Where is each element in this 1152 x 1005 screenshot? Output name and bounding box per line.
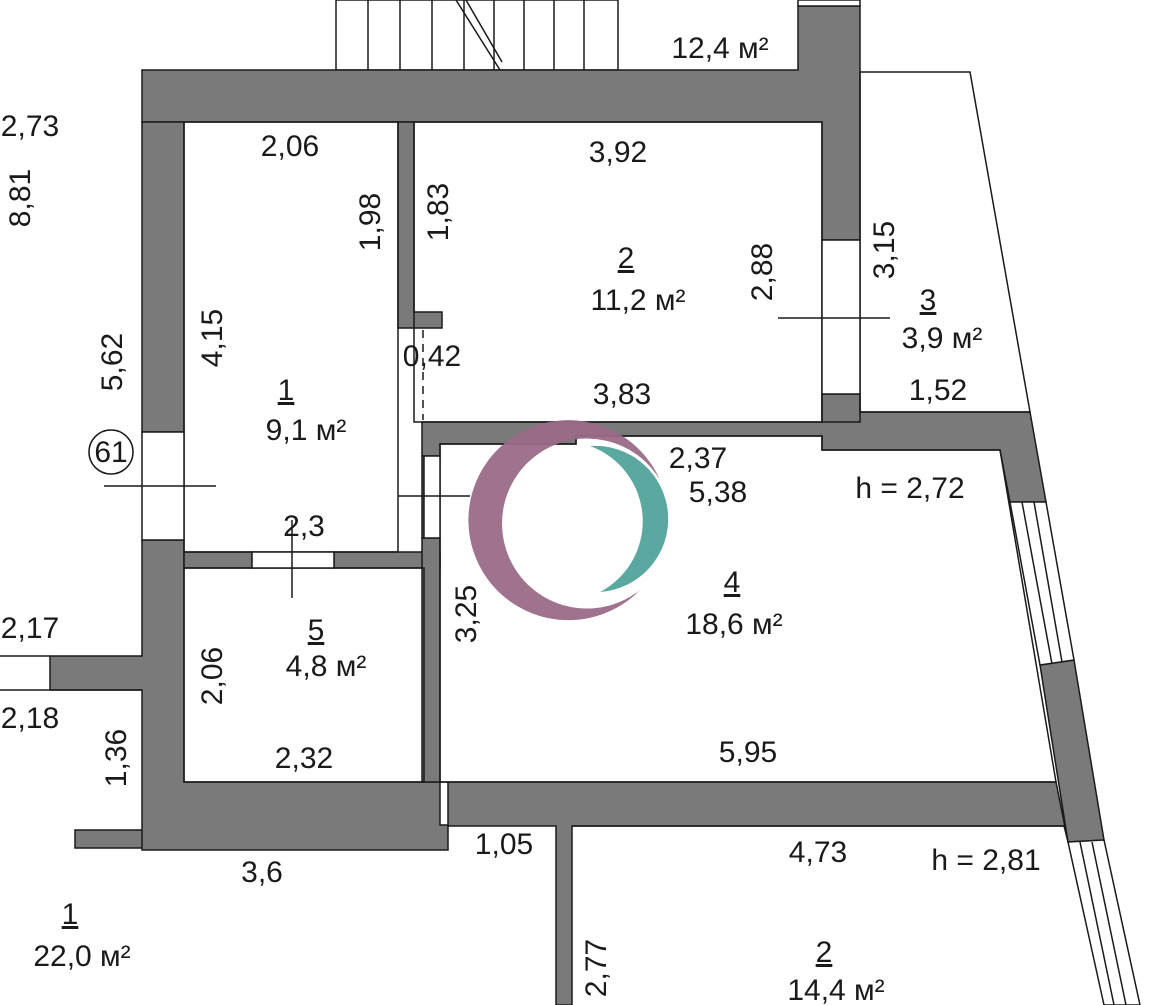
door-1-5 <box>251 551 335 569</box>
room-1-area: 9,1 м² <box>266 414 347 447</box>
dim-3-83: 3,83 <box>593 378 651 411</box>
dim-1-05: 1,05 <box>475 828 533 861</box>
dim-2-06-top: 2,06 <box>261 130 319 163</box>
dim-5-62: 5,62 <box>96 333 129 391</box>
room-3-area: 3,9 м² <box>902 322 983 355</box>
dim-2-06-left: 2,06 <box>196 647 229 705</box>
dim-1-36: 1,36 <box>100 729 133 787</box>
height-main: h = 2,72 <box>855 472 964 505</box>
dim-8-81: 8,81 <box>4 169 37 227</box>
dim-2-73: 2,73 <box>1 110 59 143</box>
dim-5-95: 5,95 <box>719 736 777 769</box>
dim-4-73: 4,73 <box>789 836 847 869</box>
dim-2-3: 2,3 <box>283 510 325 543</box>
room-3-number: 3 <box>920 284 937 317</box>
window-lower <box>1067 839 1141 1005</box>
neighbor-1-area: 22,0 м² <box>33 940 130 973</box>
wall-bottom <box>440 781 1069 1005</box>
dim-2-32: 2,32 <box>275 742 333 775</box>
wall-left-lower <box>49 539 449 851</box>
room-5-number: 5 <box>308 614 325 647</box>
wall-right-of-room-2 <box>821 393 861 423</box>
door-1-4 <box>423 455 441 539</box>
room-2-number: 2 <box>618 242 635 275</box>
dim-0-42: 0,42 <box>403 340 461 373</box>
window-top-right <box>797 0 861 7</box>
dim-3-92: 3,92 <box>589 136 647 169</box>
room-5-area: 4,8 м² <box>286 650 367 683</box>
neighbor-1-number: 1 <box>62 898 79 931</box>
room-outlines <box>0 71 1064 827</box>
neighbor-2-number: 2 <box>816 936 833 969</box>
window-room-3 <box>821 239 861 395</box>
dim-3-15: 3,15 <box>868 221 901 279</box>
dim-2-18: 2,18 <box>1 702 59 735</box>
apartment-marker-circle <box>88 429 134 475</box>
dim-1-98: 1,98 <box>354 193 387 251</box>
room-4-number: 4 <box>724 566 741 599</box>
dim-3-6: 3,6 <box>241 856 283 889</box>
wall-left-upper <box>141 121 185 433</box>
dim-1-52: 1,52 <box>909 374 967 407</box>
room-1-number: 1 <box>278 374 295 407</box>
watermark-logo-icon <box>468 420 669 621</box>
walls <box>49 5 1105 1005</box>
top-area: 12,4 м² <box>671 32 768 65</box>
dim-2-37: 2,37 <box>669 442 727 475</box>
apartment-marker: 61 <box>94 436 127 469</box>
dim-4-15: 4,15 <box>196 309 229 367</box>
dim-2-88: 2,88 <box>746 243 779 301</box>
dim-2-77: 2,77 <box>580 939 613 997</box>
room-4-area: 18,6 м² <box>685 608 782 641</box>
dim-5-38: 5,38 <box>689 476 747 509</box>
dim-3-25: 3,25 <box>450 585 483 643</box>
neighbor-2-area: 14,4 м² <box>787 974 884 1005</box>
room-2-area: 11,2 м² <box>590 284 685 317</box>
window-room-4 <box>1009 501 1075 666</box>
dim-2-17: 2,17 <box>1 612 59 645</box>
height-lower: h = 2,81 <box>931 844 1040 877</box>
dim-1-83: 1,83 <box>422 183 455 241</box>
staircase <box>335 0 619 71</box>
section-lines <box>104 317 890 598</box>
wall-1-5-left <box>183 551 253 569</box>
windows <box>141 0 1141 1005</box>
